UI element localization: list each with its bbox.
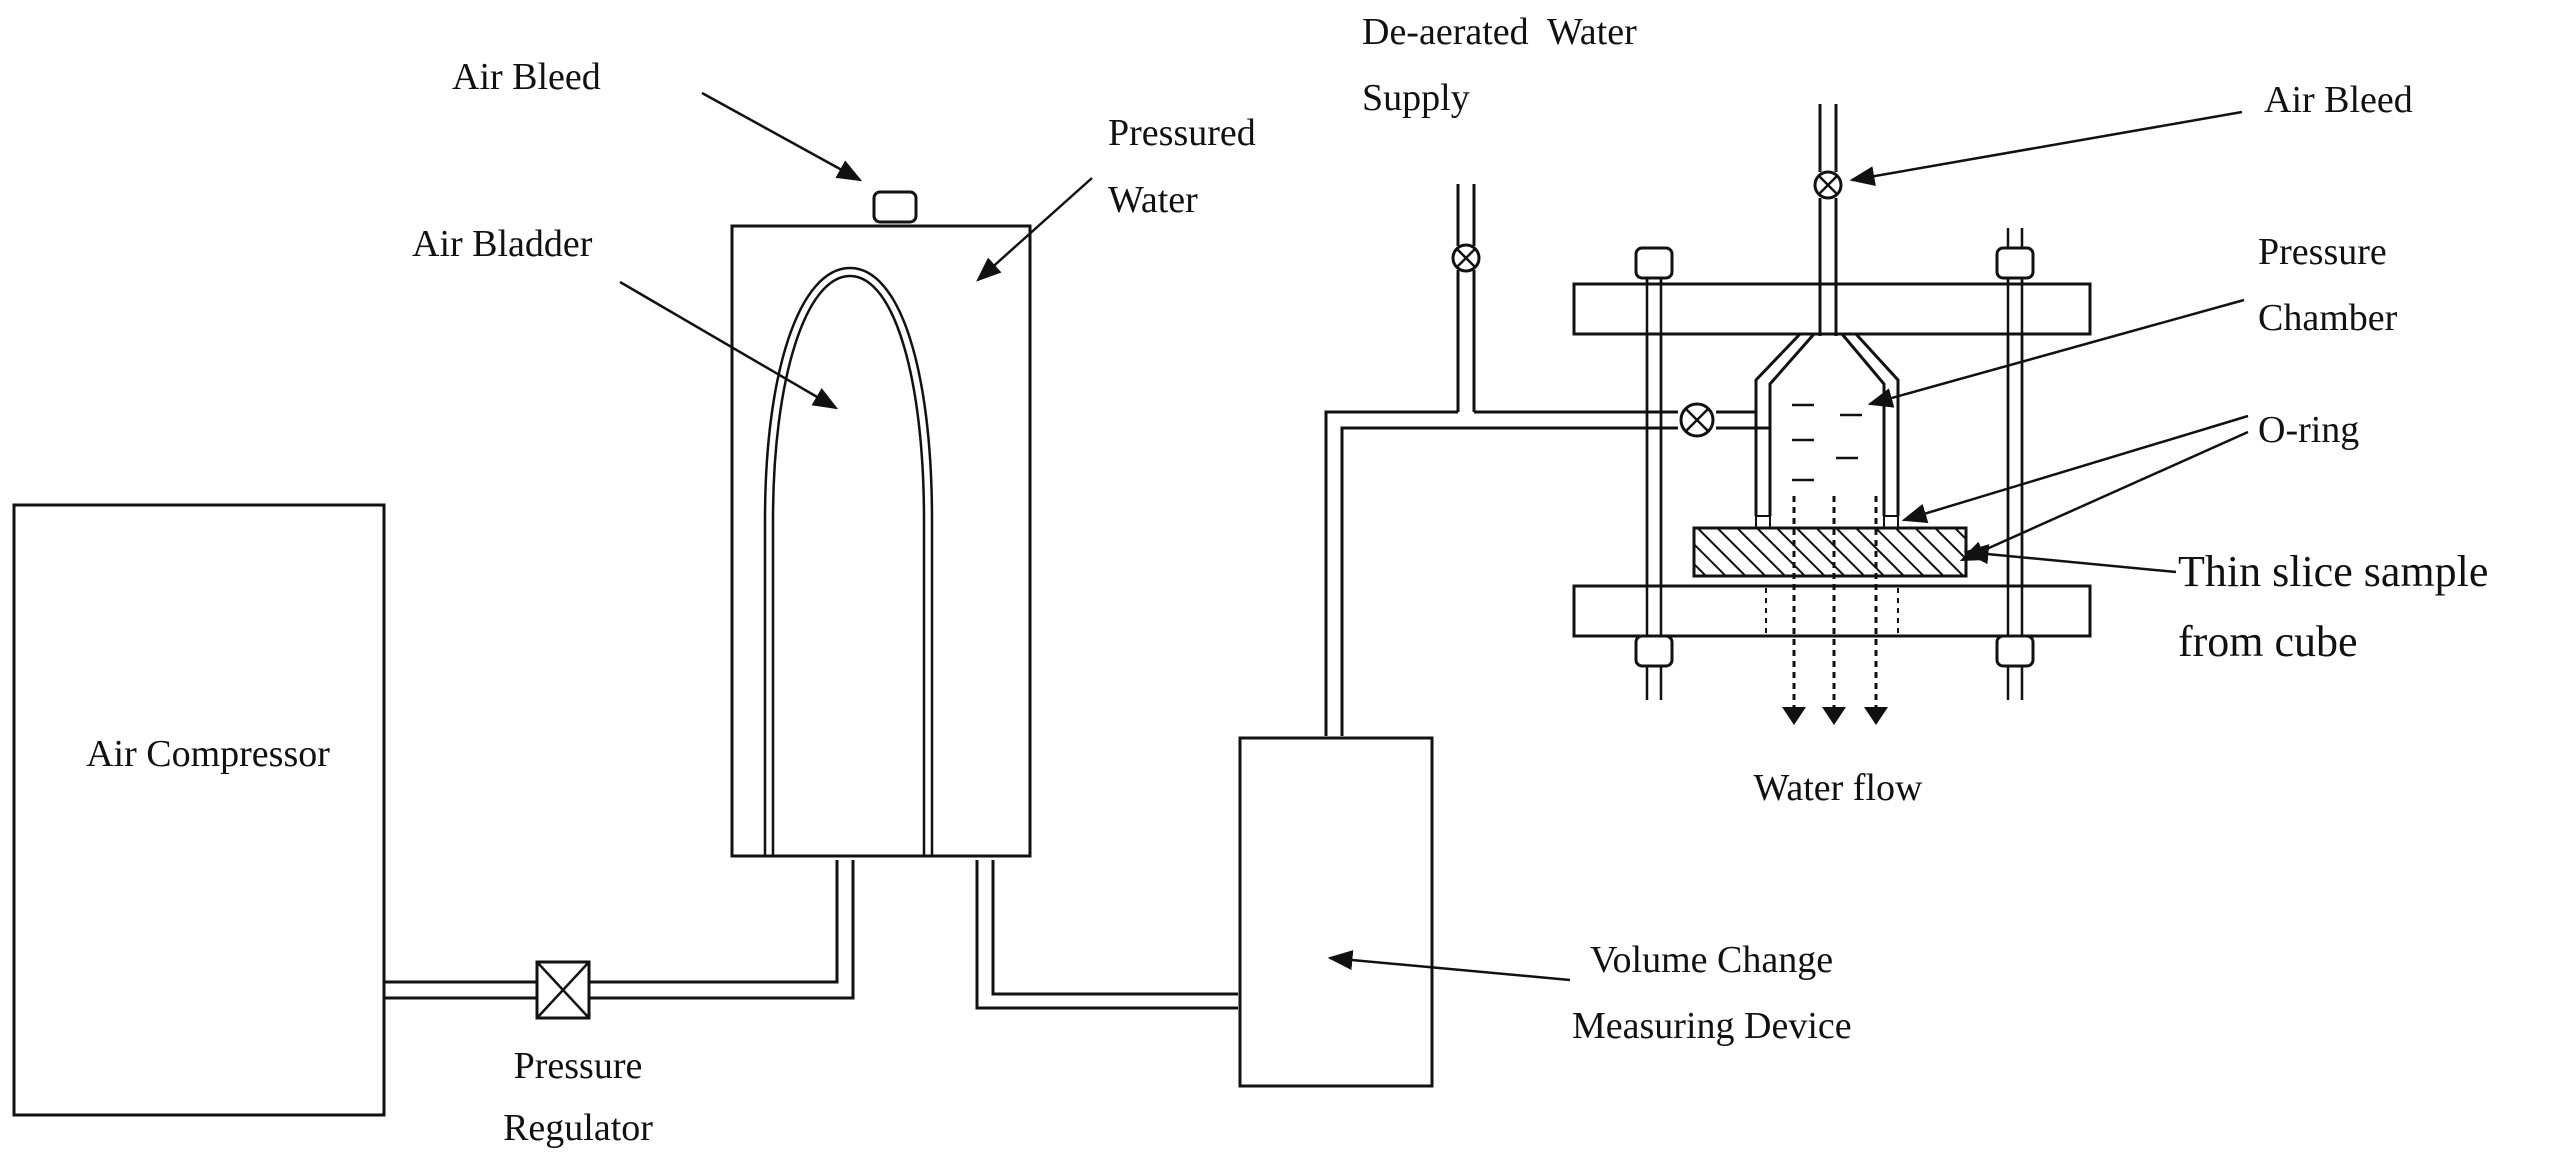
air-bladder-arrow (619, 280, 839, 410)
pressure-chamber (1754, 332, 1900, 516)
tie-rod-overlay (1645, 278, 2024, 636)
pressure-chamber-label-line1: Pressure (2258, 231, 2387, 273)
chamber-supply-pipe (1324, 184, 1772, 736)
volume-change-device (1238, 736, 1434, 1088)
water-supply-pipe (975, 860, 1238, 1010)
air-compressor-label: Air Compressor (86, 733, 330, 775)
volume-change-label-line2: Measuring Device (1572, 1005, 1852, 1047)
pressure-tank (730, 224, 1032, 858)
bottom-plate (1572, 584, 2092, 638)
air-bleed-left-arrow (701, 91, 863, 182)
water-flow-label: Water flow (1754, 767, 1923, 809)
pressured-water-label-line1: Pressured (1108, 112, 1256, 154)
o-ring-seals (1755, 515, 1899, 529)
air-bleed-right-label: Air Bleed (2264, 79, 2413, 121)
deaerated-label-line1: De-aerated Water (1362, 11, 1637, 53)
o-ring-label: O-ring (2258, 409, 2359, 451)
deaerated-label-line2: Supply (1362, 77, 1470, 119)
tank-air-bleed-cap (872, 190, 918, 224)
chamber-air-bleed-valve (1813, 170, 1843, 200)
chamber-inlet-valve (1679, 402, 1715, 438)
air-bladder-label: Air Bladder (412, 223, 593, 265)
thin-slice-label-line2: from cube (2178, 617, 2358, 666)
air-supply-pipe (384, 860, 855, 1000)
pressured-water-label-line2: Water (1108, 179, 1198, 221)
air-bladder-inner (771, 274, 926, 856)
top-plate (1572, 282, 2092, 336)
o-ring-arrow-upper (1901, 414, 2249, 524)
volume-change-arrow (1327, 950, 1571, 982)
pressure-regulator-label-line1: Pressure (514, 1045, 643, 1087)
deaerated-supply-valve (1451, 243, 1481, 273)
pressure-chamber-arrow (1867, 298, 2245, 408)
chamber-air-bleed-line (1818, 104, 1838, 336)
thin-slice-sample (1692, 526, 1968, 578)
volume-change-label-line1: Volume Change (1590, 939, 1833, 981)
o-ring-arrow-lower (1959, 430, 2249, 562)
air-bladder (763, 266, 934, 856)
thin-slice-arrow (1963, 544, 2177, 574)
thin-slice-label-line1: Thin slice sample (2178, 547, 2488, 596)
air-bleed-left-label: Air Bleed (452, 56, 601, 98)
air-bleed-right-arrow (1849, 110, 2243, 186)
pressure-regulator-label-line2: Regulator (503, 1107, 653, 1149)
pressure-regulator-valve (535, 960, 591, 1020)
pressured-water-arrow (976, 177, 1093, 282)
air-compressor-box (12, 503, 386, 1117)
water-flow-arrows (1765, 496, 1899, 725)
pressure-chamber-label-line2: Chamber (2258, 297, 2398, 339)
